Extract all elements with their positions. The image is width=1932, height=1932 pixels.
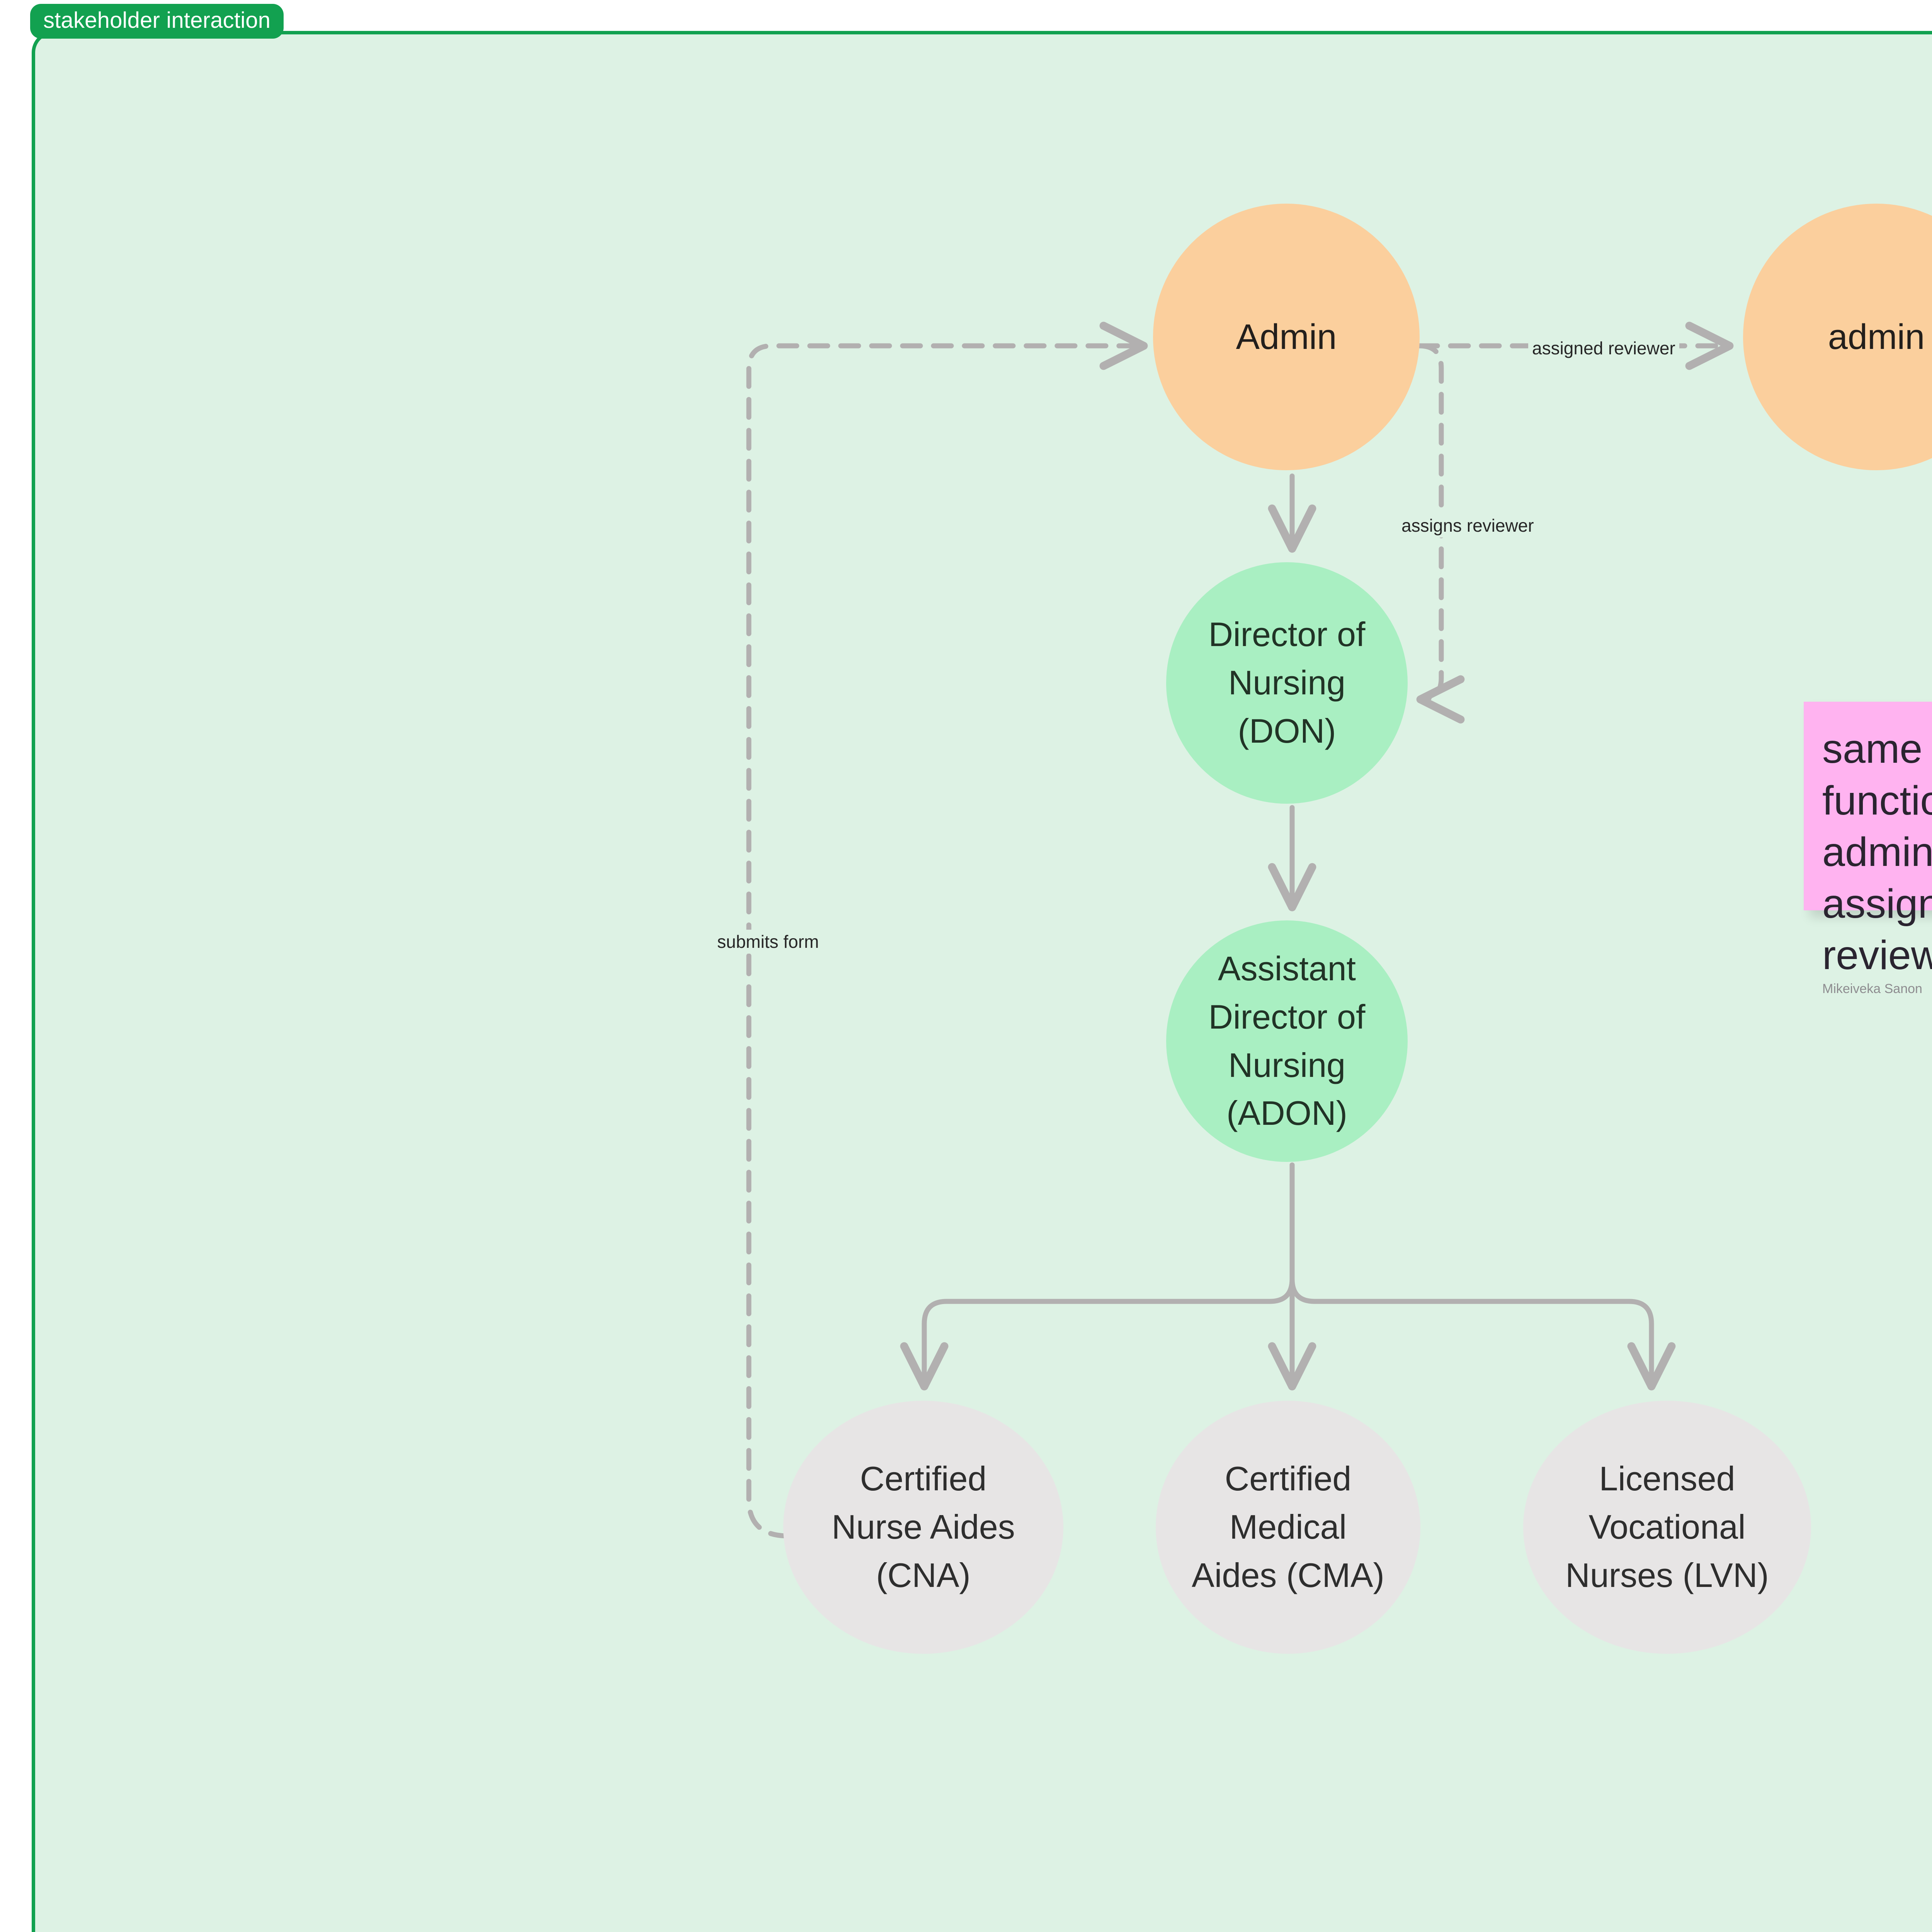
node-licensed-vocational-nurses[interactable]: Licensed Vocational Nurses (LVN): [1523, 1401, 1811, 1654]
edge-label-assigned-reviewer: assigned reviewer: [1528, 336, 1679, 360]
sticky-note-author: Mikeiveka Sanon: [1822, 981, 1922, 996]
node-label: Director of Nursing (DON): [1208, 615, 1366, 750]
frame-title-badge[interactable]: stakeholder interaction: [30, 4, 284, 39]
node-admin-role[interactable]: Admin: [1153, 204, 1420, 470]
sticky-note-pink[interactable]: same functionality as admin except assig…: [1804, 702, 1932, 996]
node-label: admin: [1828, 317, 1925, 357]
node-label: Certified Medical Aides (CMA): [1192, 1459, 1384, 1594]
node-label: Licensed Vocational Nurses (LVN): [1565, 1459, 1769, 1594]
node-label: Certified Nurse Aides (CNA): [832, 1459, 1015, 1594]
edge-label-submits-form: submits form: [713, 930, 823, 954]
node-director-of-nursing[interactable]: Director of Nursing (DON): [1166, 562, 1408, 804]
node-assistant-director-of-nursing[interactable]: Assistant Director of Nursing (ADON): [1166, 920, 1408, 1162]
edge-label-assigns-reviewer: assigns reviewer: [1398, 514, 1538, 537]
node-label: Admin: [1236, 317, 1337, 357]
node-certified-nurse-aides[interactable]: Certified Nurse Aides (CNA): [783, 1401, 1063, 1654]
node-certified-medical-aides[interactable]: Certified Medical Aides (CMA): [1156, 1401, 1420, 1654]
sticky-note-body: same functionality as admin except assig…: [1822, 726, 1932, 978]
node-label: Assistant Director of Nursing (ADON): [1208, 949, 1366, 1133]
